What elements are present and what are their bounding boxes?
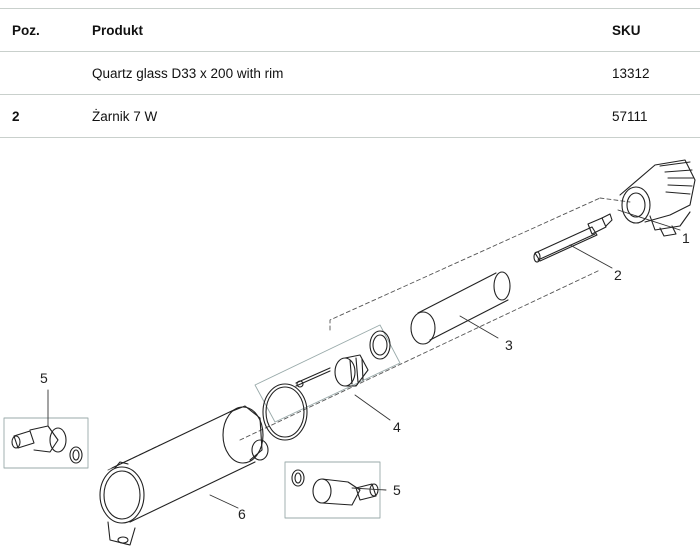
callout-leader-lines	[47, 209, 681, 509]
callout-1: 1	[682, 230, 690, 246]
part-5-connector-left	[3, 417, 89, 469]
callout-6: 6	[238, 506, 246, 522]
parts-table: Poz. Produkt SKU Quartz glass D33 x 200 …	[0, 8, 700, 138]
row-sku: 13312	[612, 65, 650, 81]
table-row: Quartz glass D33 x 200 with rim 13312	[0, 52, 700, 95]
part-1-housing-cap	[619, 159, 696, 237]
header-product: Produkt	[92, 22, 144, 38]
table-row: 2 Żarnik 7 W 57111	[0, 95, 700, 138]
row-product: Żarnik 7 W	[92, 108, 158, 124]
callout-2: 2	[614, 267, 622, 283]
part-5-connector-right	[284, 461, 381, 519]
part-6-main-housing	[99, 405, 269, 546]
callout-5-right: 5	[393, 482, 401, 498]
header-sku: SKU	[612, 22, 641, 38]
row-sku: 57111	[612, 108, 648, 124]
row-product: Quartz glass D33 x 200 with rim	[92, 65, 284, 81]
part-4-seal-kit	[254, 324, 401, 441]
callout-5-left: 5	[40, 370, 48, 386]
row-pos: 2	[12, 108, 20, 124]
exploded-parts-diagram: 1 2 3 4 5 5 6	[0, 150, 700, 549]
callout-3: 3	[505, 337, 513, 353]
part-2-uv-lamp	[533, 213, 613, 263]
header-pos: Poz.	[12, 22, 40, 38]
row-pos	[12, 52, 72, 94]
assembly-guide-lines	[107, 197, 631, 471]
callout-4: 4	[393, 419, 401, 435]
part-3-quartz-glass	[410, 271, 511, 345]
table-header-row: Poz. Produkt SKU	[0, 8, 700, 52]
